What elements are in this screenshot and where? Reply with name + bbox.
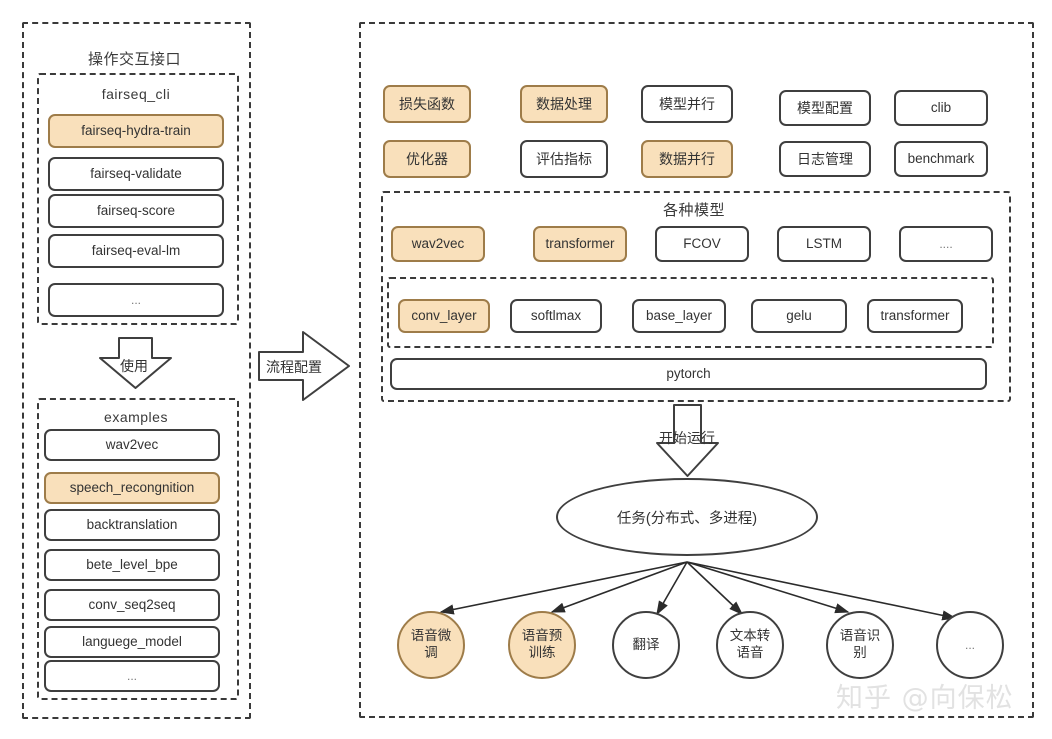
config-box-loss-function[interactable]: 损失函数 [383,85,471,123]
examples-group [37,398,239,700]
layer-box-softlmax[interactable]: softlmax [510,299,602,333]
config-box-benchmark[interactable]: benchmark [894,141,988,177]
task-circle-more[interactable]: ... [936,611,1004,679]
task-circle-label: 翻译 [632,636,660,652]
layer-box-transformer[interactable]: transformer [867,299,963,333]
task-circle-speech-finetune[interactable]: 语音微 调 [397,611,465,679]
example-item-conv-seq2seq[interactable]: conv_seq2seq [44,589,220,621]
cli-item-fairseq-eval-lm[interactable]: fairseq-eval-lm [48,234,224,268]
task-circle-speech-pretrain[interactable]: 语音预 训练 [508,611,576,679]
task-circle-text-to-speech[interactable]: 文本转 语音 [716,611,784,679]
config-box-model-config[interactable]: 模型配置 [779,90,871,126]
config-box-clib[interactable]: clib [894,90,988,126]
model-box-lstm[interactable]: LSTM [777,226,871,262]
cli-item-fairseq-score[interactable]: fairseq-score [48,194,224,228]
example-item-more[interactable]: ... [44,660,220,692]
task-circle-speech-recognition[interactable]: 语音识 别 [826,611,894,679]
example-item-speech-recongnition[interactable]: speech_recongnition [44,472,220,504]
fairseq-cli-title: fairseq_cli [101,86,171,102]
examples-title: examples [104,409,168,425]
task-circle-label: 语音识 别 [839,628,881,660]
layer-box-gelu[interactable]: gelu [751,299,847,333]
cli-item-fairseq-hydra-train[interactable]: fairseq-hydra-train [48,114,224,148]
layer-box-conv-layer[interactable]: conv_layer [398,299,490,333]
cli-item-fairseq-validate[interactable]: fairseq-validate [48,157,224,191]
config-box-optimizer[interactable]: 优化器 [383,140,471,178]
task-circle-label: 文本转 语音 [729,628,771,660]
task-node[interactable]: 任务(分布式、多进程) [556,478,818,556]
flow-config-label: 流程配置 [266,359,322,375]
layers-group-panel [387,277,994,348]
use-arrow-label: 使用 [120,358,148,374]
task-circle-label: 语音预 训练 [521,628,563,660]
model-box-wav2vec[interactable]: wav2vec [391,226,485,262]
task-circle-label: 语音微 调 [410,628,452,660]
framework-box-pytorch[interactable]: pytorch [390,358,987,390]
models-group-panel [381,191,1011,402]
left-panel-title: 操作交互接口 [87,51,181,68]
config-box-log-management[interactable]: 日志管理 [779,141,871,177]
config-box-model-parallel[interactable]: 模型并行 [641,85,733,123]
right-outer-panel [359,22,1034,718]
fairseq-cli-group [37,73,239,325]
example-item-backtranslation[interactable]: backtranslation [44,509,220,541]
example-item-languege-model[interactable]: languege_model [44,626,220,658]
left-outer-panel [22,22,251,719]
example-item-bete-level-bpe[interactable]: bete_level_bpe [44,549,220,581]
layer-box-base-layer[interactable]: base_layer [632,299,726,333]
models-group-title: 各种模型 [662,202,725,219]
cli-item-more[interactable]: ... [48,283,224,317]
watermark: 知乎 @向保松 [836,683,1014,714]
config-box-data-processing[interactable]: 数据处理 [520,85,608,123]
task-circle-label: ... [964,637,975,652]
model-box-transformer[interactable]: transformer [533,226,627,262]
task-circle-translation[interactable]: 翻译 [612,611,680,679]
model-box-more[interactable]: .... [899,226,993,262]
example-item-wav2vec[interactable]: wav2vec [44,429,220,461]
config-box-data-parallel[interactable]: 数据并行 [641,140,733,178]
config-box-eval-metrics[interactable]: 评估指标 [520,140,608,178]
start-run-label: 开始运行 [659,430,715,446]
model-box-fcov[interactable]: FCOV [655,226,749,262]
